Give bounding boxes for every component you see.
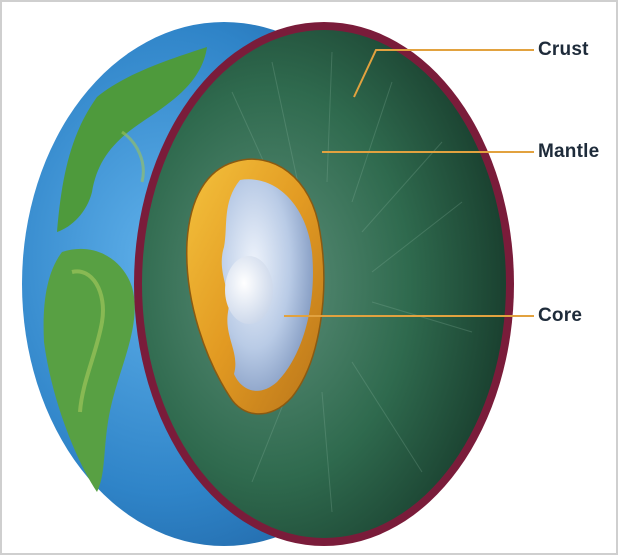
core-center (225, 256, 273, 324)
core-label: Core (538, 305, 582, 327)
crust-label: Crust (538, 39, 589, 61)
mantle-label: Mantle (538, 141, 599, 163)
